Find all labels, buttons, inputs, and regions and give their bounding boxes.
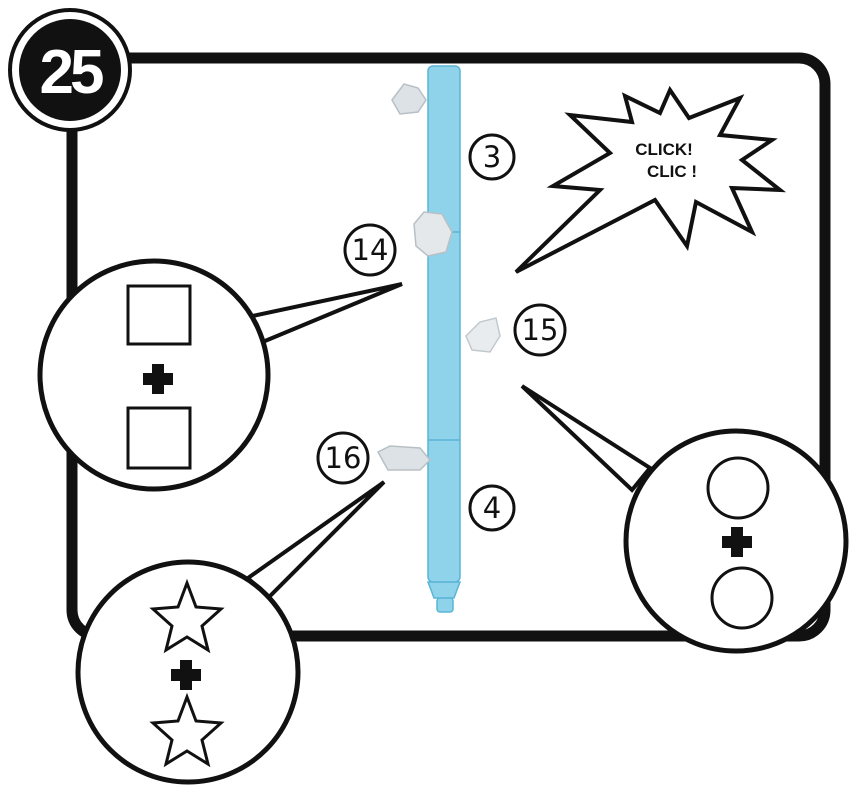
click-text-2: CLIC !	[647, 162, 697, 181]
connector-piece-14	[413, 211, 453, 257]
callout-4: 4	[468, 484, 516, 532]
plus-icon	[171, 660, 201, 690]
circle-icon	[706, 456, 770, 520]
callout-14: 14	[343, 223, 397, 277]
callout-16: 16	[316, 431, 370, 485]
zoom-bubble-stars	[75, 480, 386, 785]
callout-15-label: 15	[522, 313, 559, 347]
zoom-bubble-squares	[37, 258, 403, 492]
click-burst: CLICK! CLIC !	[514, 85, 787, 274]
callout-3-label: 3	[483, 140, 501, 174]
step-number: 25	[40, 38, 103, 107]
plus-icon	[143, 364, 173, 394]
circle-icon	[710, 566, 774, 630]
click-text-1: CLICK!	[635, 140, 693, 159]
square-icon	[126, 284, 192, 346]
plus-icon	[722, 527, 752, 557]
callout-3: 3	[468, 133, 516, 181]
star-icon	[149, 578, 225, 654]
connector-piece-top	[391, 83, 427, 115]
star-icon	[149, 692, 225, 768]
connector-piece-16	[376, 445, 432, 471]
callout-4-label: 4	[483, 491, 501, 525]
connector-piece-15	[465, 317, 501, 353]
blue-rod	[426, 65, 462, 613]
step-number-badge: 25	[8, 8, 132, 132]
square-icon	[126, 406, 192, 470]
zoom-bubble-circles	[520, 384, 849, 654]
callout-16-label: 16	[325, 441, 362, 475]
callout-15: 15	[513, 303, 567, 357]
callout-14-label: 14	[352, 233, 389, 267]
